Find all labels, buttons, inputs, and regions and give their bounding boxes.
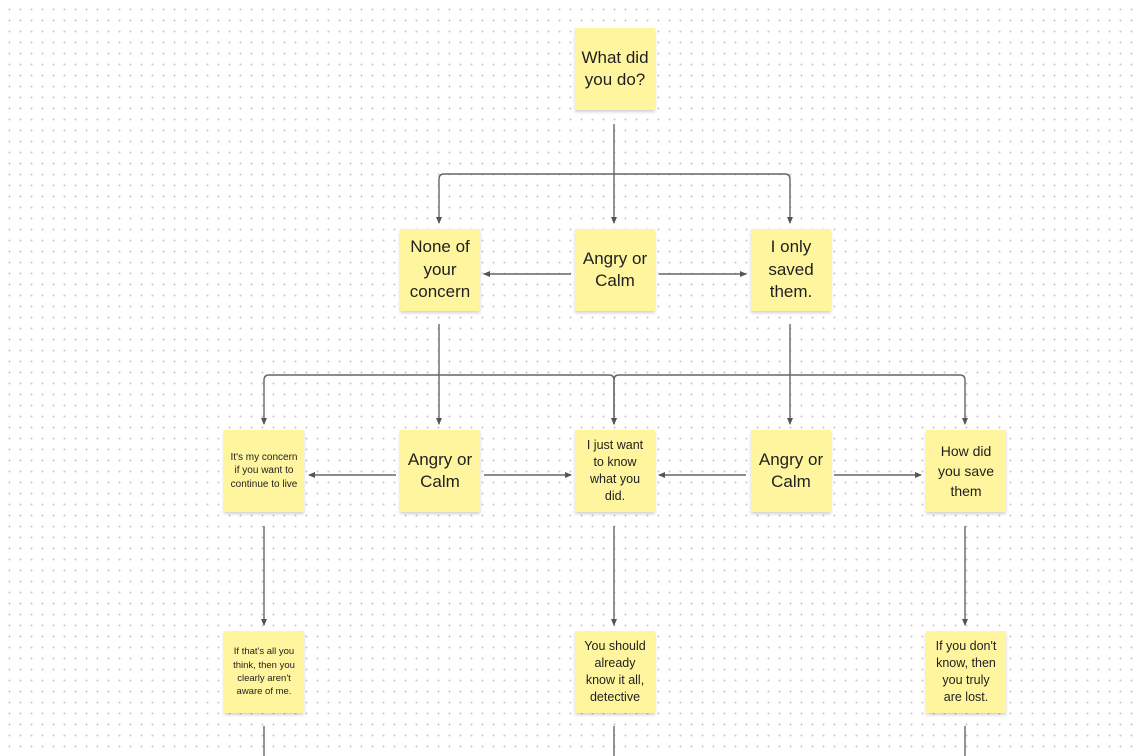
connector-left-to-concern: [261, 374, 439, 425]
sticky-note-left-reply[interactable]: None of your concern: [400, 229, 480, 311]
sticky-note-right-reply-text: I only saved them.: [768, 237, 814, 302]
sticky-note-know-did[interactable]: I just want to know what you did.: [575, 430, 655, 512]
sticky-note-concern-text: It's my concern if you want to continue …: [230, 452, 298, 490]
sticky-note-root[interactable]: What did you do?: [575, 28, 655, 110]
sticky-note-aware[interactable]: If that's all you think, then you clearl…: [224, 631, 304, 713]
sticky-note-lost-text: If you don't know, then you truly are lo…: [935, 639, 997, 704]
sticky-note-mood-top-text: Angry or Calm: [582, 248, 648, 290]
sticky-note-root-text: What did you do?: [581, 47, 649, 89]
sticky-note-aware-text: If that's all you think, then you clearl…: [233, 646, 295, 698]
sticky-note-detective[interactable]: You should already know it all, detectiv…: [575, 631, 655, 713]
connector-right-to-know: [611, 374, 790, 425]
sticky-note-lost[interactable]: If you don't know, then you truly are lo…: [926, 631, 1006, 713]
sticky-note-right-reply[interactable]: I only saved them.: [751, 229, 831, 311]
sticky-note-how-saved-text: How did you save them: [937, 442, 995, 500]
sticky-note-mood-right[interactable]: Angry or Calm: [751, 430, 831, 512]
sticky-note-mood-left[interactable]: Angry or Calm: [400, 430, 480, 512]
connector-right-to-how: [790, 374, 968, 425]
sticky-note-know-did-text: I just want to know what you did.: [586, 438, 644, 503]
connector-root-right: [614, 173, 793, 224]
sticky-note-mood-right-text: Angry or Calm: [758, 449, 824, 491]
connector-left-to-know: [439, 374, 617, 425]
sticky-note-concern[interactable]: It's my concern if you want to continue …: [224, 430, 304, 512]
sticky-note-left-reply-text: None of your concern: [409, 237, 471, 302]
sticky-note-mood-left-text: Angry or Calm: [407, 449, 473, 491]
connector-root-left: [436, 173, 614, 224]
sticky-note-how-saved[interactable]: How did you save them: [926, 430, 1006, 512]
sticky-note-detective-text: You should already know it all, detectiv…: [584, 639, 646, 704]
sticky-note-mood-top[interactable]: Angry or Calm: [575, 229, 655, 311]
